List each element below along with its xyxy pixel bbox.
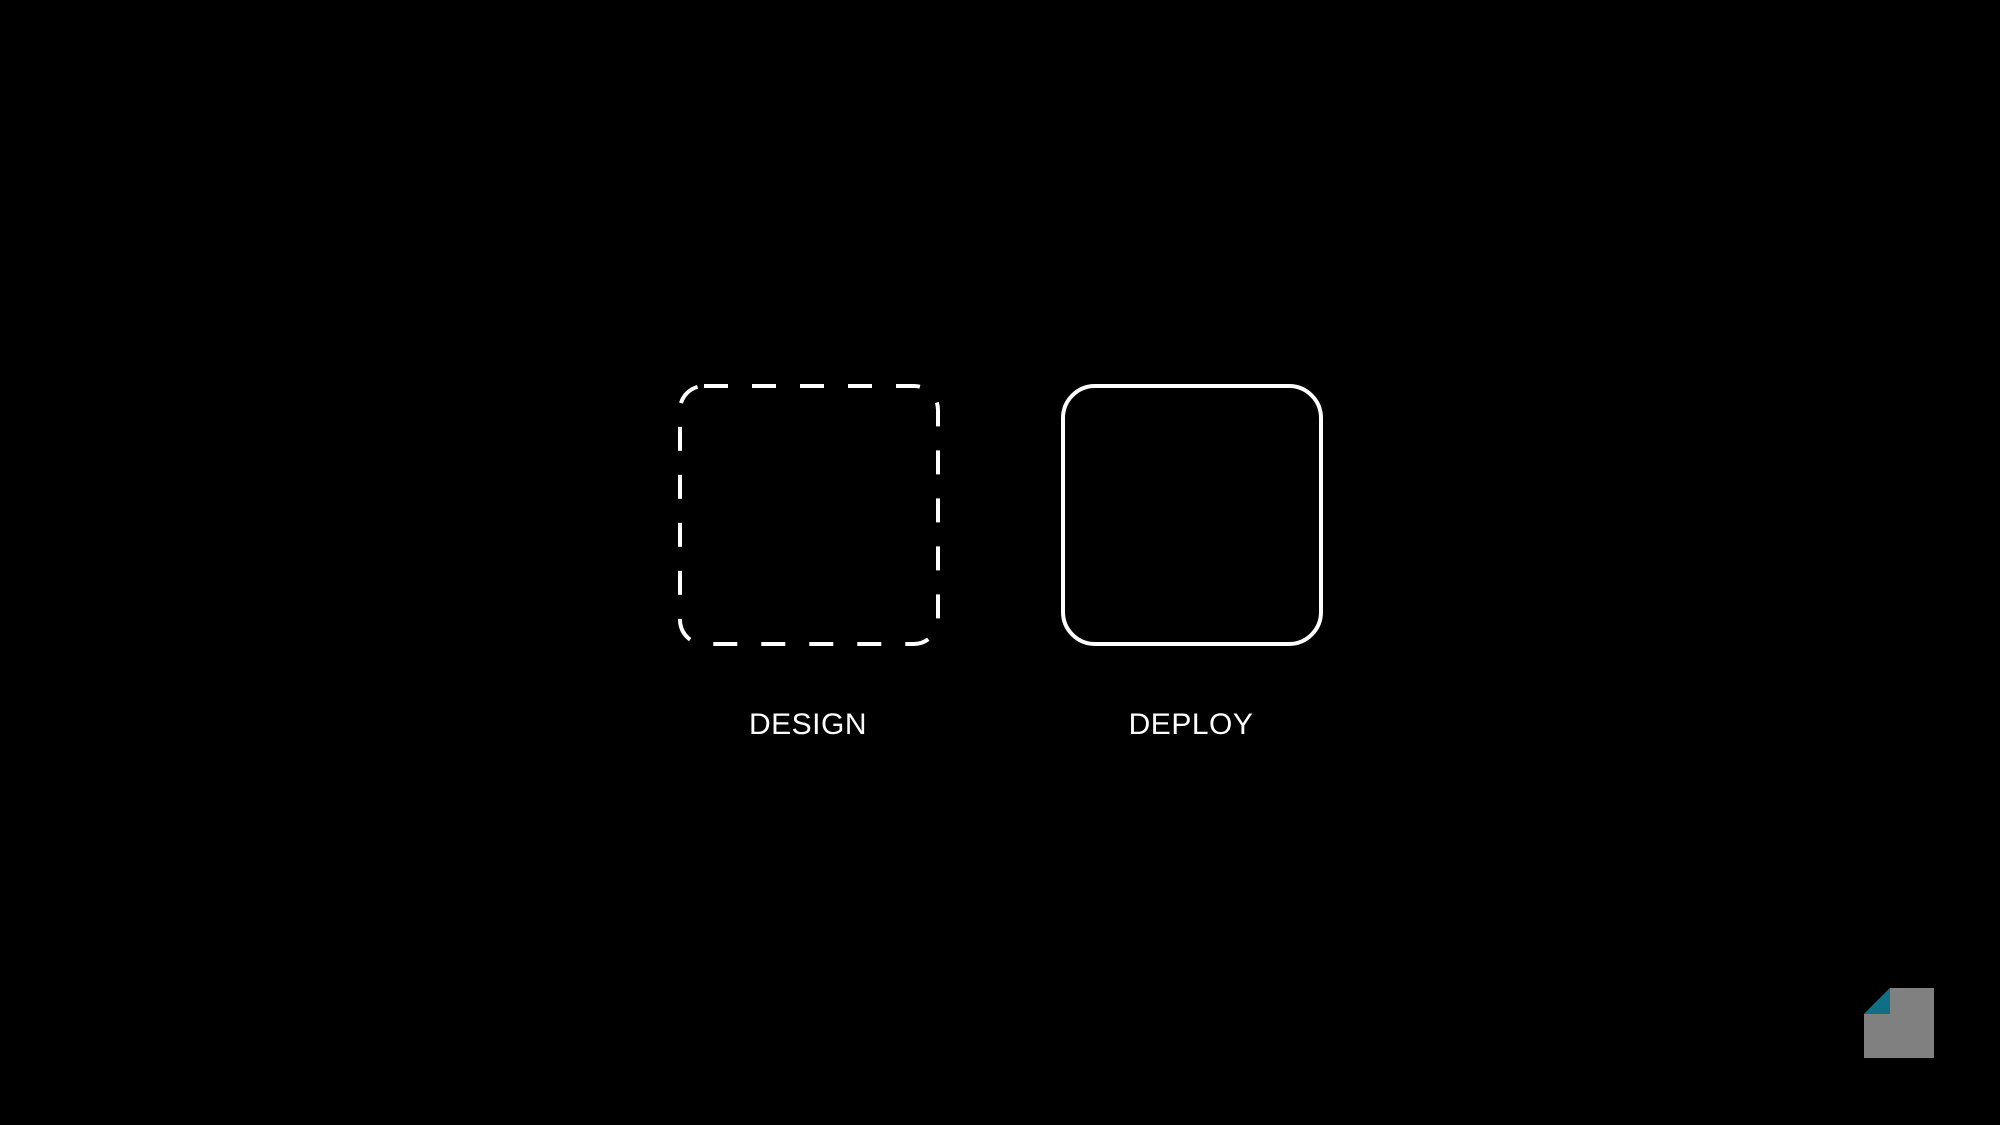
folded-page-logo-icon: [1864, 988, 1934, 1058]
deploy-label: DEPLOY: [1128, 708, 1254, 741]
design-box: [678, 384, 940, 646]
design-label: DESIGN: [748, 708, 868, 741]
deploy-box: [1061, 384, 1323, 646]
